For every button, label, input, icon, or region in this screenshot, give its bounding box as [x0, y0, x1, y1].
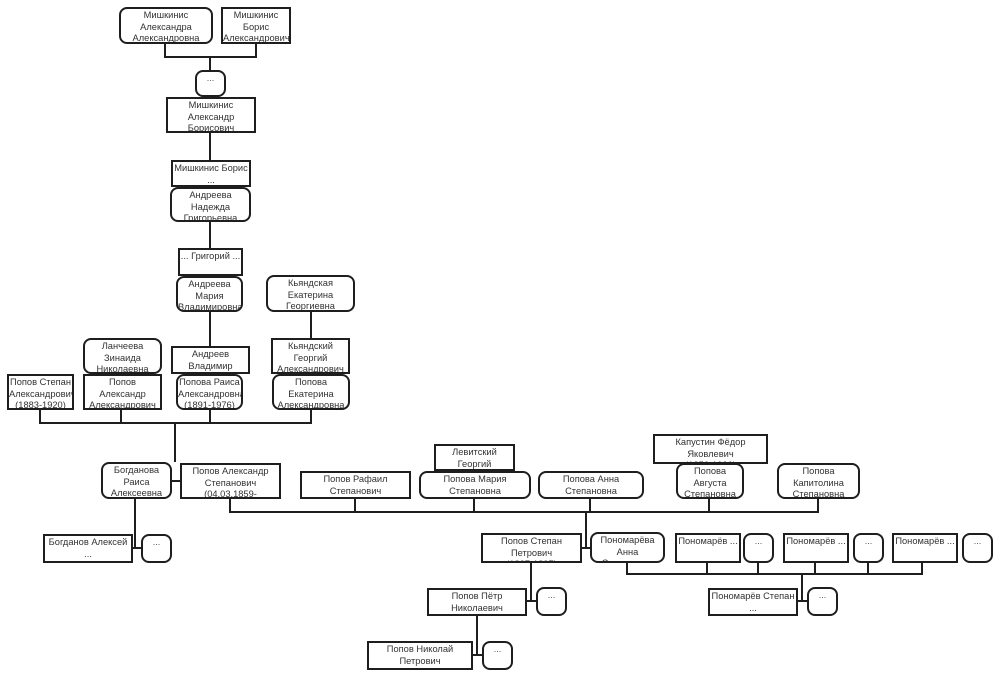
person-card[interactable]: Пономарёв ...	[892, 533, 958, 563]
expand-more-button[interactable]: ...	[807, 587, 838, 616]
person-card[interactable]: Попова Екатерина Александровна (1899-197…	[272, 374, 350, 410]
person-card[interactable]: Попова Августа Степановна (1863-1941)	[676, 463, 744, 499]
person-card[interactable]: Ланчеева Зинаида Николаевна (1904-1984)	[83, 338, 162, 374]
person-card[interactable]: Пономарёв Степан ...	[708, 588, 798, 616]
person-card[interactable]: Андреева Мария Владимировна (1921-1995)	[176, 276, 243, 312]
person-card[interactable]: Пономарёв ...	[675, 533, 741, 563]
person-card[interactable]: Попова Раиса Александровна (1891-1976)	[176, 374, 243, 410]
person-card[interactable]: Андреева Надежда Григорьевна (1944-2012)	[170, 187, 251, 222]
expand-more-button[interactable]: ...	[141, 534, 172, 563]
person-card[interactable]: Пономарёва Анна Степановна (1830-1903)	[590, 532, 665, 563]
connector	[626, 562, 923, 602]
person-card[interactable]: Мишкинис Борис ...	[171, 160, 251, 187]
person-card[interactable]: Пономарёв ...	[783, 533, 849, 563]
expand-more-button[interactable]: ...	[962, 533, 993, 563]
person-card[interactable]: Богданов Алексей ...	[43, 534, 133, 563]
person-card[interactable]: Богданова Раиса Алексеевна (1860-1932)	[101, 462, 172, 499]
person-card[interactable]: Попова Анна Степановна (1860-1930)	[538, 471, 644, 499]
expand-more-button[interactable]: ...	[195, 70, 226, 97]
connector	[526, 562, 536, 602]
expand-more-button[interactable]: ...	[743, 533, 774, 563]
expand-more-button[interactable]: ...	[853, 533, 884, 563]
person-card[interactable]: Кьяндский Георгий Александрович (1895-19…	[271, 338, 350, 374]
connector	[229, 498, 819, 548]
person-card[interactable]: ... Григорий ...	[178, 248, 243, 276]
connector	[164, 43, 257, 70]
person-card[interactable]: Мишкинис Александра Александровна (2006)	[119, 7, 213, 44]
connector	[39, 409, 312, 462]
expand-more-button[interactable]: ...	[482, 641, 513, 670]
person-card[interactable]: Попов Николай Петрович	[367, 641, 473, 670]
person-card[interactable]: Попов Александр Степанович (04.03.1859-3…	[180, 463, 281, 499]
connector	[472, 615, 482, 656]
person-card[interactable]: Мишкинис Александр Борисович (1972)	[166, 97, 256, 133]
person-card[interactable]: Попов Пётр Николаевич (1785-1860)	[427, 588, 527, 616]
person-card[interactable]: Попова Капитолина Степановна (1870-1942)	[777, 463, 860, 499]
person-card[interactable]: Попов Александр Александрович (1887-14.0…	[83, 374, 162, 410]
person-card[interactable]: Левитский Георгий Игнатьевич	[434, 444, 515, 471]
person-card[interactable]: Капустин Фёдор Яковлевич (1856-1936)	[653, 434, 768, 464]
person-card[interactable]: Попова Мария Степановна (1852-1871)	[419, 471, 531, 499]
person-card[interactable]: Попов Степан Петрович (1827-1897)	[481, 533, 582, 563]
expand-more-button[interactable]: ...	[536, 587, 567, 616]
person-card[interactable]: Андреев Владимир Гаврилович	[171, 346, 250, 374]
person-card[interactable]: Мишкинис Борис Александрович (2009)	[221, 7, 291, 44]
person-card[interactable]: Попов Рафаил Степанович (1849-1913)	[300, 471, 411, 499]
person-card[interactable]: Кьяндская Екатерина Георгиевна (1934-199…	[266, 275, 355, 312]
person-card[interactable]: Попов Степан Александрович (1883-1920)	[7, 374, 74, 410]
connector	[132, 498, 141, 549]
